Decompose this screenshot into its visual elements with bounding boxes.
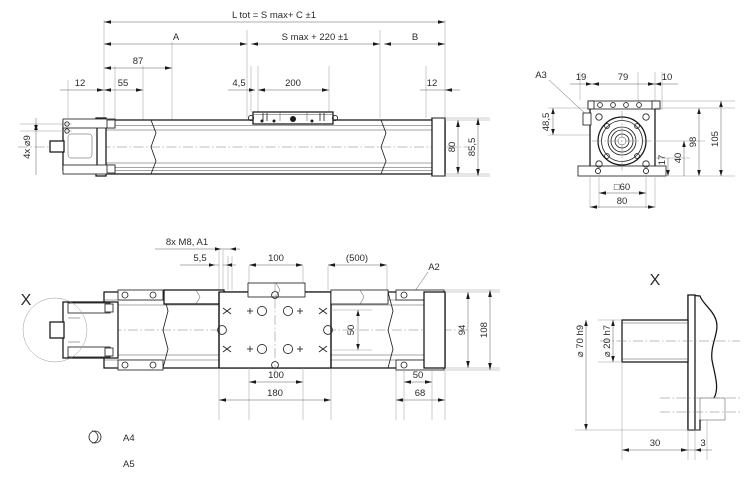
- dim-stroke-plus-220: S max + 220 ±1: [282, 32, 349, 43]
- dim-100-top: 100: [268, 253, 284, 264]
- dim-19: 19: [576, 72, 587, 83]
- dim-68: 68: [415, 388, 426, 399]
- legend-label-a5: A5: [123, 459, 135, 470]
- dim-10: 10: [662, 72, 673, 83]
- detail-label-x: X: [650, 272, 661, 289]
- dim-87: 87: [133, 56, 144, 67]
- dim-flange-diameter: ⌀ 70 h9: [575, 325, 586, 357]
- dim-50: 50: [413, 370, 424, 381]
- front-elevation-geometry: [18, 20, 490, 177]
- dim-zone-b: B: [412, 32, 418, 43]
- dim-4-5: 4,5: [232, 78, 245, 89]
- full-circle-icon: [88, 430, 102, 444]
- dim-100-bottom: 100: [268, 370, 284, 381]
- dim-square-60: □60: [614, 182, 630, 193]
- dim-3: 3: [700, 438, 705, 449]
- dim-105: 105: [710, 131, 721, 147]
- label-a3: A3: [535, 70, 547, 81]
- open-circle-icon: [91, 430, 99, 444]
- dim-40: 40: [673, 153, 684, 164]
- dim-108: 108: [479, 322, 490, 338]
- dim-85-5-height: 85,5: [467, 138, 478, 157]
- detail-x-geometry: [575, 294, 740, 460]
- dim-overall-length: L tot = S max+ C ±1: [232, 10, 316, 21]
- dim-30: 30: [650, 438, 661, 449]
- dim-94: 94: [457, 325, 468, 336]
- dim-8x-m8-a1: 8x M8, A1: [166, 237, 208, 248]
- dim-79: 79: [618, 72, 629, 83]
- dim-4x-dia9: 4x ⌀9: [22, 135, 33, 159]
- dim-48-5: 48,5: [541, 113, 552, 132]
- detail-marker-x-plan: X: [21, 292, 32, 309]
- dim-12-left: 12: [75, 78, 86, 89]
- dim-12-right: 12: [427, 78, 438, 89]
- end-view-geometry: [548, 72, 735, 209]
- plan-view-geometry: [22, 247, 500, 420]
- dim-180: 180: [267, 388, 283, 399]
- dim-200: 200: [285, 78, 301, 89]
- dim-zone-a: A: [173, 32, 180, 43]
- dim-80-height: 80: [447, 142, 458, 153]
- dim-55: 55: [118, 78, 129, 89]
- legend-label-a4: A4: [123, 433, 135, 444]
- dim-500-ref: (500): [346, 253, 368, 264]
- label-a2: A2: [428, 262, 440, 273]
- legend-symbols: [88, 430, 102, 444]
- dim-17: 17: [657, 155, 668, 166]
- dim-80-width: 80: [617, 196, 628, 207]
- dim-50-vertical: 50: [346, 325, 357, 336]
- dim-shaft-diameter: ⌀ 20 h7: [602, 325, 613, 357]
- dim-5-5: 5,5: [193, 253, 206, 264]
- dim-98: 98: [688, 137, 699, 148]
